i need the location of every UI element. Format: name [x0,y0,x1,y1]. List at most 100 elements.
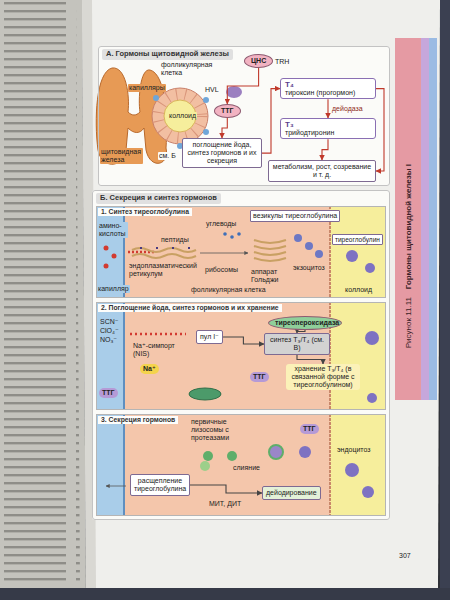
part-label: Na⁺-симпорт (NIS) [132,342,180,358]
term-box: везикулы тиреоглобулина [250,210,340,222]
cns-oval: ЦНС [244,54,273,68]
subpanel-heading: 2. Поглощение йода, синтез гормонов и их… [98,304,282,312]
capillary-dot [153,95,159,101]
molecule-badge: ТТГ [99,388,118,398]
transport-arrow [200,253,248,254]
capillary-dot [203,129,209,135]
connector [297,355,323,364]
vesicle [305,242,313,250]
membrane [123,414,125,516]
node-text: поглощение йода, синтез гормонов и их се… [186,141,258,165]
fusion-vesicle [269,445,283,459]
lysosome [203,451,213,461]
ribosome-dots [140,247,190,249]
process-box: поглощение йода, синтез гормонов и их се… [182,138,262,168]
panel-heading: А. Гормоны щитовидной железы [102,49,233,60]
book-cover [0,588,450,600]
vesicle [315,250,323,258]
molecule-badge: ТТГ [300,424,319,434]
amino-acid-dot [112,254,117,259]
amino-acid-dot [104,264,109,269]
thyroglobulin-globule [367,393,377,403]
colloid-ground [330,302,386,410]
part-label: фолликулярная клетка [190,286,267,294]
connector [376,89,384,171]
hormone-box: T₄тироксин (прогормон) [280,78,376,99]
thyroglobulin-globule [365,331,379,345]
process-box: расщепление тиреоглобулина [130,474,190,496]
release-arrow [106,486,126,487]
vesicle [294,234,302,242]
hormone-symbol: T₄ [285,80,371,89]
part-label: рибосомы [204,266,239,274]
node-text: ЦНС [251,57,266,65]
connector [322,139,328,160]
part-label: ClO₄⁻ [99,327,120,335]
subpanel-heading: 3. Секреция гормонов [98,416,178,424]
part-label: пептиды [160,236,190,244]
part-label: углеводы [205,220,237,228]
part-label: фолликулярная клетка [160,61,212,77]
panel-frame: А. Гормоны щитовидной железыЦНС ТТГ T₄тиро… [98,46,390,186]
capillary-ground [96,414,124,516]
part-label: эндоцитоз [336,446,372,454]
part-label: HVL [204,86,220,94]
connector [327,99,328,118]
part-label: МИТ, ДИТ [208,500,242,508]
hormone-box: T₃трийодтиронин [280,118,376,139]
colloid-droplet [345,463,359,477]
part-label: TRH [274,58,290,66]
synthesis-box: синтез T₃/T₄ (см. В) [264,333,330,355]
enzyme-oval: тиреопероксидаза [268,316,342,330]
main-page [82,0,440,588]
panel-ground [92,190,390,520]
subpanel-frame: 1. Синтез тиреоглобулина [96,206,386,298]
colloid-ground [330,414,386,516]
process-box: дейодирование [262,486,321,500]
colloid-droplet [362,486,374,498]
node-text: пул I⁻ [200,333,219,341]
capillary-ground [96,302,124,410]
iodide-flow [130,333,186,336]
part-label: экзоцитоз [292,264,326,272]
part-label: коллоид [344,286,373,294]
connector [190,485,262,493]
colloid-droplet [299,446,311,458]
thyroglobulin-globule [365,263,375,273]
connector [227,68,258,104]
node-text: метаболизм, рост, созревание и т. д. [272,163,372,179]
thyroglobulin-globule [346,250,358,262]
panel-heading: Б. Секреция и синтез гормонов [96,193,221,204]
node-text: ТТГ [221,107,234,115]
node-text: трийодтиронин [285,129,371,137]
part-label: эндоплазматический ретикулум [128,262,198,278]
term-box: тиреоглобулин [332,234,383,245]
part-label: см. Б [158,152,177,160]
part-label: капилляр [97,285,130,293]
membrane [329,414,331,516]
follicle-cells [158,94,202,138]
node-text: дейодирование [266,489,317,497]
node-text: тиреопероксидаза [275,319,335,327]
connector [262,89,280,154]
endoplasmic-reticulum [132,248,196,258]
capillary-dot [203,97,209,103]
chapter-tab [395,38,421,400]
tsh-oval: ТТГ [214,104,241,118]
molecule-badge: ТТГ [250,372,269,382]
edge-label: дейодаза [331,105,364,113]
subpanel-heading: 1. Синтез тиреоглобулина [98,208,192,216]
molecule-badge: Na⁺ [140,364,159,374]
mitochondrion [189,388,221,400]
storage-note: хранение T₃/T₄ (в связанной форме с тире… [286,364,360,390]
book-cover [440,0,450,600]
membrane [123,302,125,410]
effect-box: метаболизм, рост, созревание и т. д. [268,160,376,182]
node-text: хранение T₃/T₄ (в связанной форме с тире… [289,365,357,389]
connector [223,337,264,344]
hormone-symbol: T₃ [285,120,371,129]
part-label: первичные лизосомы с протеазами [190,418,254,442]
